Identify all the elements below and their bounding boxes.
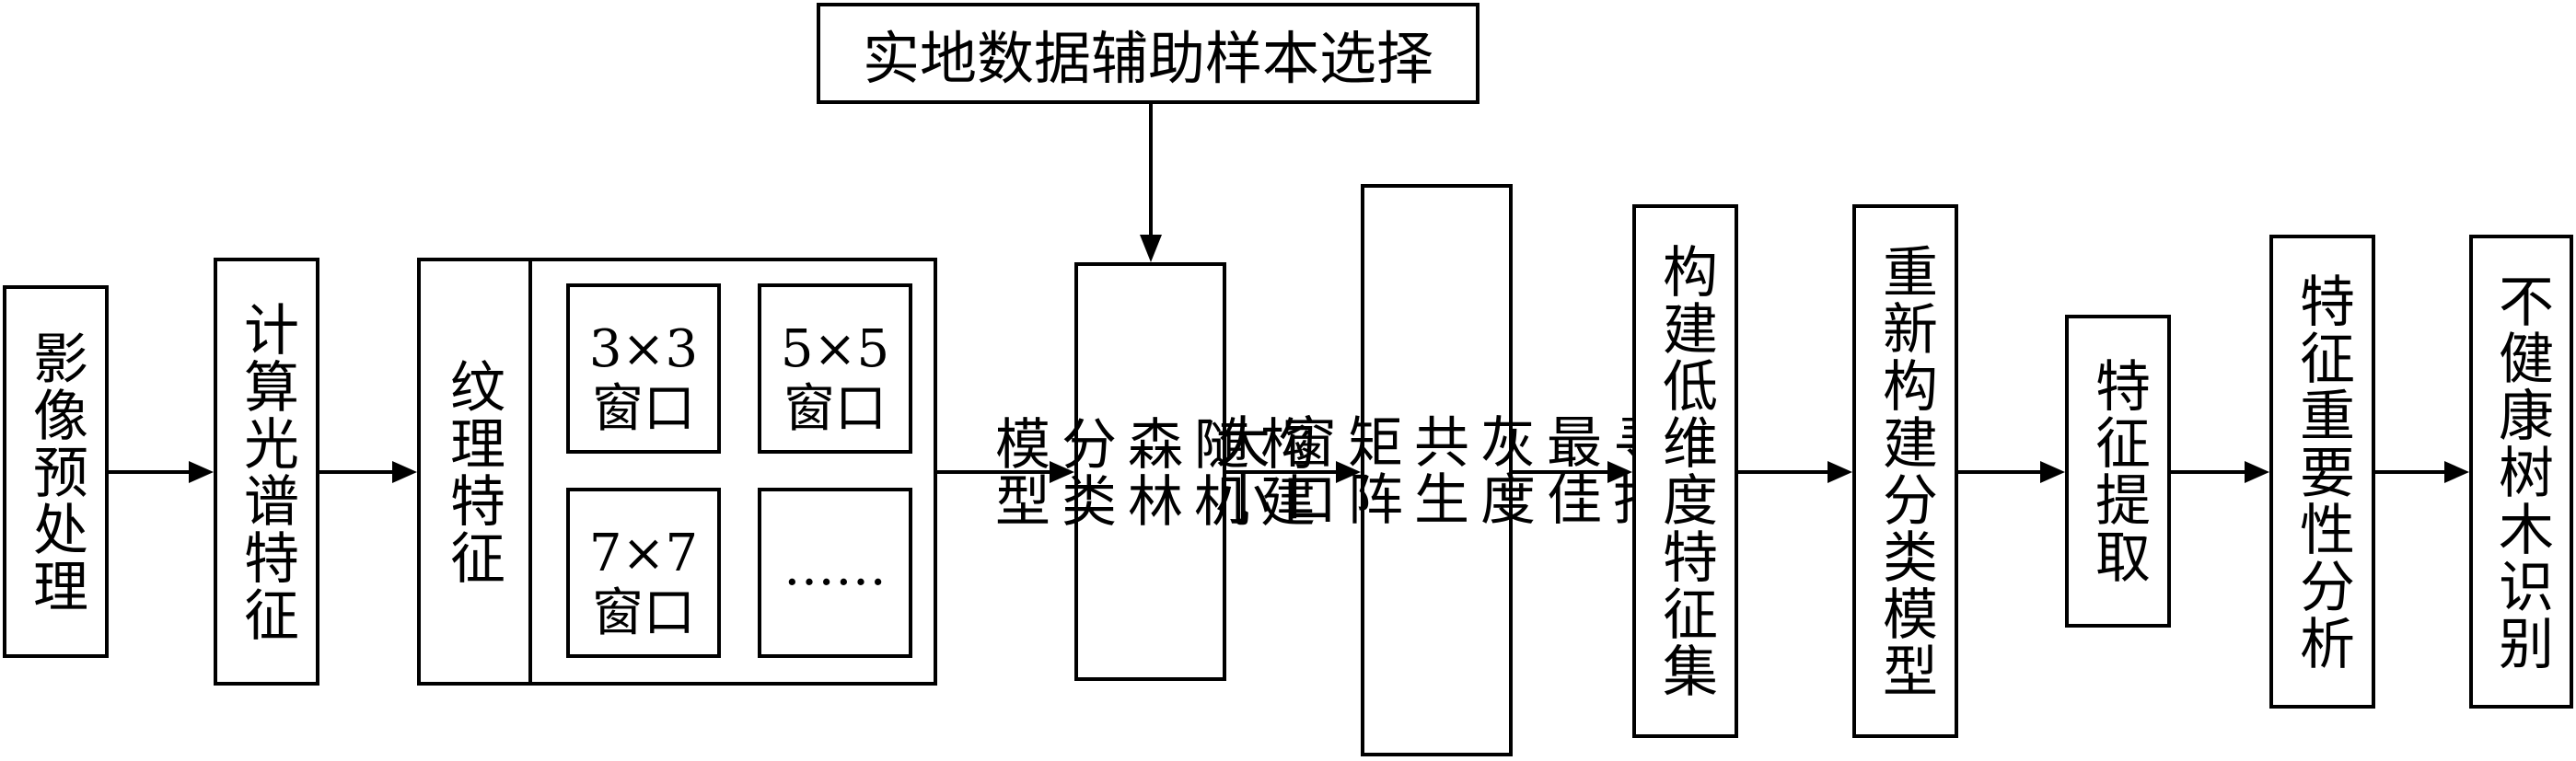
glcm-window-label: 寻找 最佳 灰度 共生 矩阵 窗口 大小 — [1205, 413, 1669, 527]
window-3x3-size: 3×3 — [588, 319, 699, 379]
rf-model-label: 构建 随机 森林 分类 模型 — [985, 415, 1317, 529]
window-5x5-size: 5×5 — [780, 319, 890, 379]
preprocess-label: 影像预处理 — [23, 329, 88, 615]
arrowhead-top — [1140, 235, 1162, 262]
extract-box: 特征提取 — [2065, 315, 2171, 628]
window-3x3-label: 窗口 — [592, 379, 695, 439]
arrowhead-1 — [189, 461, 214, 483]
sample-selection-label: 实地数据辅助样本选择 — [862, 25, 1433, 92]
window-5x5: 5×5 窗口 — [758, 283, 912, 454]
texture-box: 纹理特征 3×3 窗口 5×5 窗口 7×7 窗口 …… — [417, 258, 937, 686]
identify-box: 不健康树木识别 — [2469, 235, 2573, 709]
texture-label: 纹理特征 — [440, 357, 505, 586]
low-dim-label: 构建低维度特征集 — [1653, 243, 1718, 699]
window-3x3: 3×3 窗口 — [566, 283, 721, 454]
extract-label: 特征提取 — [2085, 357, 2151, 585]
window-more-ellipsis: …… — [783, 536, 887, 597]
arrowhead-3 — [1050, 461, 1074, 483]
texture-label-cell: 纹理特征 — [417, 258, 532, 686]
glcm-row-4: 共生 — [1404, 413, 1469, 527]
glcm-window-box: 寻找 最佳 灰度 共生 矩阵 窗口 大小 — [1206, 184, 1668, 756]
rf-col-3: 森林 — [1118, 414, 1183, 529]
spectral-box: 计算光谱特征 — [214, 258, 319, 686]
arrowhead-7 — [2040, 461, 2065, 483]
sample-selection-box: 实地数据辅助样本选择 — [817, 3, 1479, 104]
identify-label: 不健康树木识别 — [2489, 271, 2554, 672]
window-5x5-label: 窗口 — [783, 379, 887, 439]
rebuild-label: 重新构建分类模型 — [1873, 243, 1938, 699]
window-7x7-label: 窗口 — [592, 583, 695, 643]
arrowhead-9 — [2444, 461, 2469, 483]
rebuild-box: 重新构建分类模型 — [1852, 204, 1958, 738]
arrowhead-2 — [392, 461, 417, 483]
window-7x7: 7×7 窗口 — [566, 488, 721, 658]
importance-label: 特征重要性分析 — [2290, 271, 2355, 672]
rf-model-box: 构建 随机 森林 分类 模型 — [986, 262, 1316, 681]
preprocess-box: 影像预处理 — [3, 285, 109, 658]
arrowhead-8 — [2245, 461, 2269, 483]
importance-box: 特征重要性分析 — [2269, 235, 2375, 709]
low-dim-box: 构建低维度特征集 — [1632, 204, 1738, 738]
arrowhead-6 — [1828, 461, 1852, 483]
spectral-label: 计算光谱特征 — [234, 300, 299, 643]
window-more: …… — [758, 488, 912, 658]
window-7x7-size: 7×7 — [588, 524, 699, 583]
arrowhead-4 — [1336, 461, 1361, 483]
arrowhead-5 — [1607, 461, 1632, 483]
